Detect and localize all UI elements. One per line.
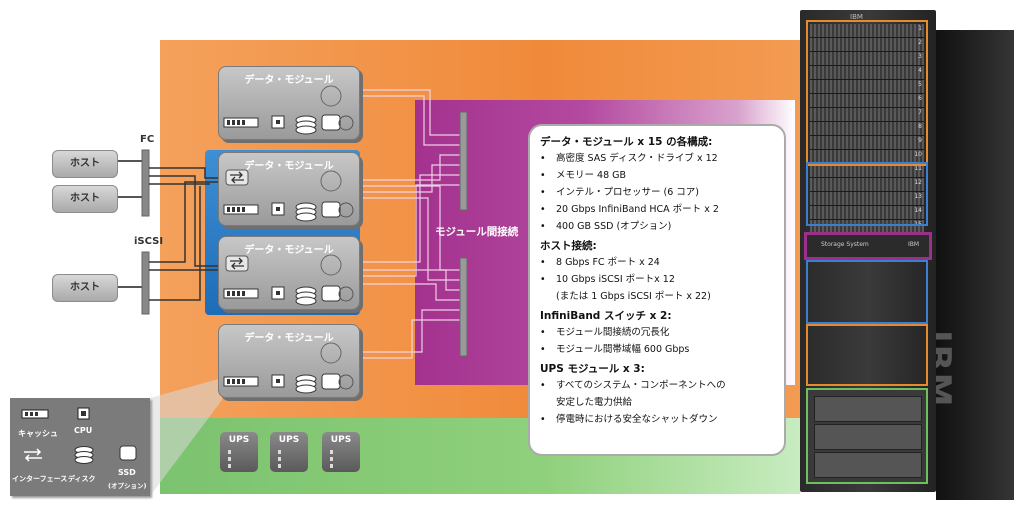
- rack-drive-slot: 3: [810, 52, 924, 66]
- rack-side-panel: IBM: [918, 30, 1014, 500]
- spec-list-host-connections: 8 Gbps FC ポート x 24 10 Gbps iSCSI ポートx 12…: [540, 254, 784, 305]
- rack-drive-slot: 9: [810, 136, 924, 150]
- spec-item: すべてのシステム・コンポーネントへの: [540, 377, 784, 394]
- ups-module: UPS: [270, 432, 308, 472]
- rack-slot-number: 14: [914, 207, 922, 214]
- fc-label: FC: [140, 134, 155, 145]
- interconnect-label: モジュール間接続: [435, 226, 519, 238]
- rack-ups-unit: [814, 452, 922, 478]
- iscsi-label: iSCSI: [134, 236, 164, 247]
- rack-highlight-orange-bottom: [806, 324, 928, 386]
- data-module-title: データ・モジュール: [244, 245, 334, 256]
- rack-slot-number: 6: [918, 95, 922, 102]
- rack-slot-number: 1: [918, 25, 922, 32]
- spec-item: モジュール間帯域幅 600 Gbps: [540, 341, 784, 358]
- spec-item: 8 Gbps FC ポート x 24: [540, 254, 784, 271]
- spec-item: 10 Gbps iSCSI ポートx 12: [540, 271, 784, 288]
- rack-drive-slot: 13: [810, 192, 924, 206]
- data-module-title: データ・モジュール: [244, 75, 334, 86]
- rack-drive-slot: 2: [810, 38, 924, 52]
- spec-list-data-modules: 高密度 SAS ディスク・ドライブ x 12 メモリー 48 GB インテル・プ…: [540, 150, 784, 235]
- spec-item: 400 GB SSD (オプション): [540, 218, 784, 235]
- data-module-title: データ・モジュール: [244, 161, 334, 172]
- legend-icons: [21, 407, 137, 464]
- component-legend: キャッシュ CPU インターフェース ディスク SSD (オプション): [10, 398, 150, 496]
- ups-label: UPS: [228, 435, 250, 445]
- rack-drive-slot: 8: [810, 122, 924, 136]
- rack-slot-number: 12: [914, 179, 922, 186]
- rack-slot-number: 2: [918, 39, 922, 46]
- legend-ssd-note: (オプション): [108, 482, 147, 490]
- ups-indicator-icon: [278, 450, 281, 471]
- rack-slot-number: 7: [918, 109, 922, 116]
- rack-top-brand: IBM: [850, 13, 863, 21]
- rack-ups-unit: [814, 424, 922, 450]
- spec-item: メモリー 48 GB: [540, 167, 784, 184]
- host-box: ホスト: [52, 274, 118, 302]
- rack-drive-slot: 6: [810, 94, 924, 108]
- rack-slot-number: 8: [918, 123, 922, 130]
- rack-drive-slot: 5: [810, 80, 924, 94]
- spec-item: 停電時における安全なシャットダウン: [540, 411, 784, 428]
- ups-module: UPS: [322, 432, 360, 472]
- spec-item: 高密度 SAS ディスク・ドライブ x 12: [540, 150, 784, 167]
- legend-ssd-label: SSD: [118, 468, 136, 477]
- spec-heading-ups: UPS モジュール x 3:: [540, 363, 645, 375]
- rack-highlight-blue-bottom: [806, 260, 928, 324]
- rack-drive-slot: 4: [810, 66, 924, 80]
- rack-ups-unit: [814, 396, 922, 422]
- ups-module: UPS: [220, 432, 258, 472]
- spec-heading-infiniband: InfiniBand スイッチ x 2:: [540, 310, 672, 322]
- spec-item: 20 Gbps InfiniBand HCA ポート x 2: [540, 201, 784, 218]
- data-module-title: データ・モジュール: [244, 333, 334, 344]
- spec-heading-data-modules: データ・モジュール x 15 の各構成:: [540, 136, 713, 148]
- legend-cache-label: キャッシュ: [18, 429, 58, 438]
- rack-drive-slot: 1: [810, 24, 924, 38]
- spec-list-infiniband: モジュール間接続の冗長化 モジュール間帯域幅 600 Gbps: [540, 324, 784, 358]
- rack-slot-number: 10: [914, 151, 922, 158]
- rack-drive-slot: 10: [810, 150, 924, 164]
- rack-highlight-interconnect: Storage System IBM: [804, 232, 932, 260]
- rack-drive-slot: 14: [810, 206, 924, 220]
- spec-list-ups: すべてのシステム・コンポーネントへの 安定した電力供給 停電時における安全なシャ…: [540, 377, 784, 428]
- legend-interface-label: インターフェース: [12, 475, 68, 483]
- rack-highlight-ups: [806, 388, 928, 484]
- host-box: ホスト: [52, 150, 118, 178]
- rack-highlight-blue-top: [806, 162, 928, 226]
- rack-slot-number: 9: [918, 137, 922, 144]
- legend-disk-label: ディスク: [68, 475, 96, 483]
- ups-indicator-icon: [228, 450, 231, 471]
- rack-slot-number: 4: [918, 67, 922, 74]
- spec-item: インテル・プロセッサー (6 コア): [540, 184, 784, 201]
- rack-drive-slot: 11: [810, 164, 924, 178]
- legend-cpu-label: CPU: [74, 426, 93, 435]
- spec-heading-host-connections: ホスト接続:: [540, 240, 597, 252]
- ups-indicator-icon: [330, 450, 333, 471]
- rack-drive-slot: 7: [810, 108, 924, 122]
- rack-highlight-orange-top: [806, 20, 928, 166]
- ups-label: UPS: [330, 435, 352, 445]
- rack-slot-number: 13: [914, 193, 922, 200]
- ups-label: UPS: [278, 435, 300, 445]
- spec-item: モジュール間接続の冗長化: [540, 324, 784, 341]
- rack-slot-number: 3: [918, 53, 922, 60]
- rack-drive-slot: 12: [810, 178, 924, 192]
- spec-item-continuation: (または 1 Gbps iSCSI ポート x 22): [556, 291, 711, 302]
- rack-slot-number: 5: [918, 81, 922, 88]
- host-box: ホスト: [52, 185, 118, 213]
- specification-panel: データ・モジュール x 15 の各構成: 高密度 SAS ディスク・ドライブ x…: [528, 124, 786, 456]
- rack-slot-number: 11: [914, 165, 922, 172]
- rack-panel-label: Storage System: [821, 241, 869, 248]
- rack-panel-brand: IBM: [907, 241, 919, 248]
- spec-item-continuation: 安定した電力供給: [556, 397, 633, 408]
